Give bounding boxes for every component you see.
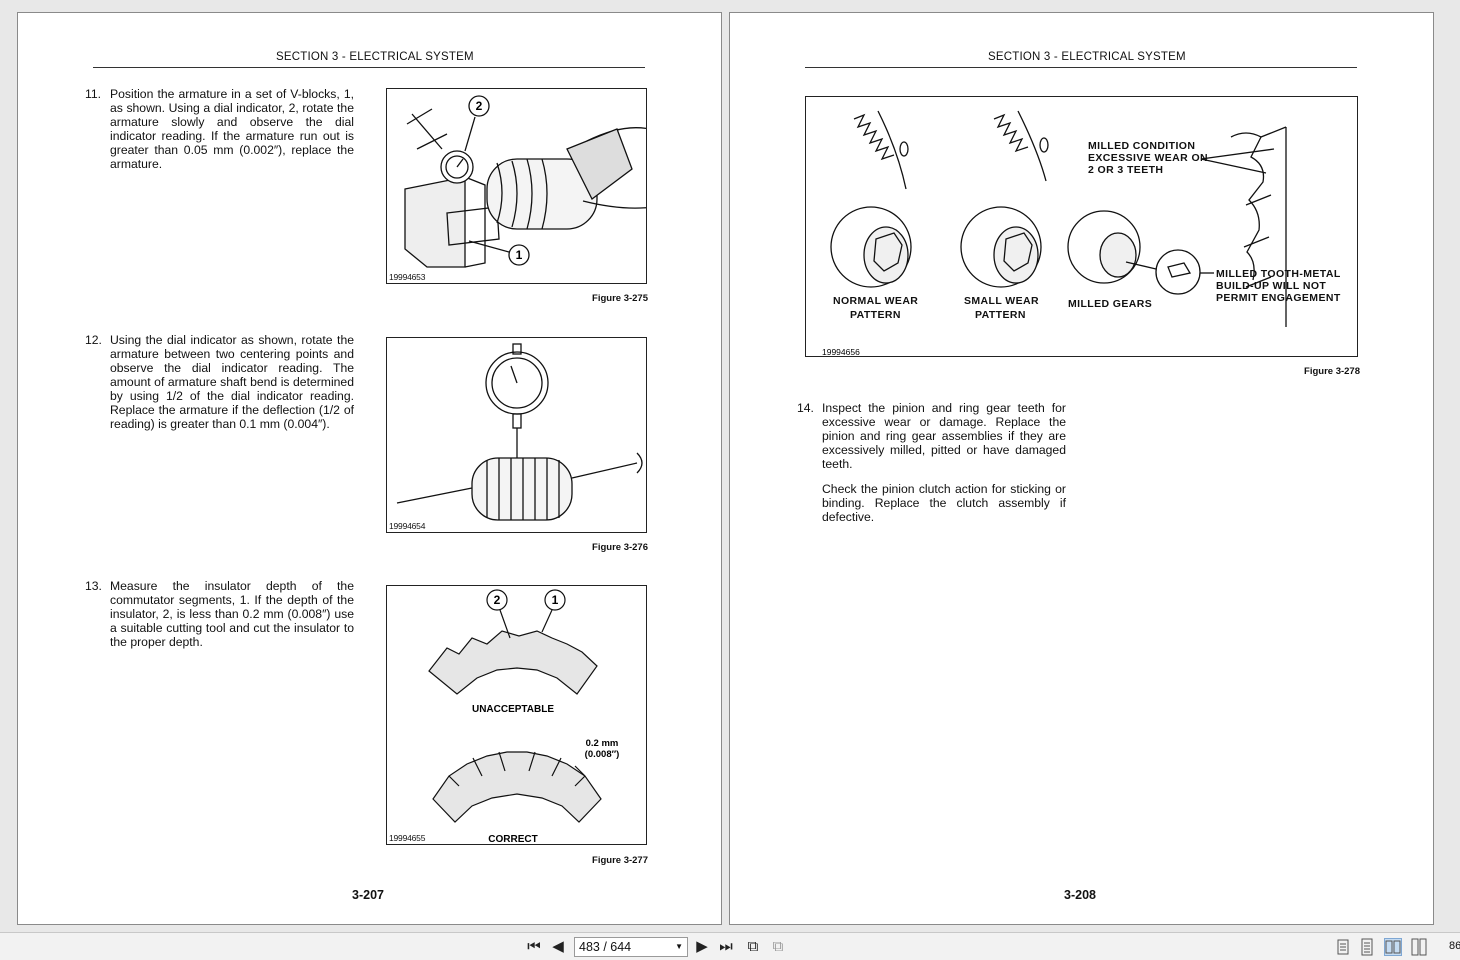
label-build-up: BUILD-UP WILL NOT bbox=[1216, 280, 1327, 292]
step-14: 14. Inspect the pinion and ring gear tee… bbox=[797, 401, 1066, 471]
figure-caption: Figure 3-277 bbox=[592, 855, 648, 866]
step-number: 14. bbox=[797, 401, 814, 415]
step-number: 12. bbox=[85, 333, 102, 347]
label-small-wear: SMALL WEAR bbox=[964, 295, 1039, 307]
previous-page-icon[interactable]: ◀ bbox=[552, 938, 564, 955]
page-number-value: 483 / 644 bbox=[579, 940, 632, 954]
figure-3-277: 2 1 UNACCEPTABLE 0.2 mm (0.008″) CORRECT… bbox=[386, 585, 647, 845]
figure-id: 19994656 bbox=[822, 347, 860, 357]
step-13: 13. Measure the insulator depth of the c… bbox=[85, 579, 354, 649]
step-text: Inspect the pinion and ring gear teeth f… bbox=[822, 401, 1066, 471]
back-view-icon[interactable]: ⧉ bbox=[747, 938, 759, 955]
label-milled-gears: MILLED GEARS bbox=[1068, 298, 1153, 310]
label-small-pattern: PATTERN bbox=[975, 309, 1026, 321]
page-number-input[interactable]: 483 / 644 ▼ bbox=[574, 937, 688, 957]
label-teeth: 2 OR 3 TEETH bbox=[1088, 164, 1164, 176]
figure-caption: Figure 3-278 bbox=[1304, 366, 1360, 377]
label-milled-condition: MILLED CONDITION bbox=[1088, 140, 1196, 152]
step-11: 11. Position the armature in a set of V-… bbox=[85, 87, 354, 171]
page-left: SECTION 3 - ELECTRICAL SYSTEM 11. Positi… bbox=[17, 12, 722, 925]
first-page-icon[interactable]: ⏮ bbox=[527, 938, 541, 955]
callout-2: 2 bbox=[494, 593, 501, 607]
figure-id: 19994653 bbox=[389, 272, 426, 282]
page-header: SECTION 3 - ELECTRICAL SYSTEM bbox=[276, 51, 474, 63]
page-number: 3-207 bbox=[352, 888, 384, 902]
step-text: Check the pinion clutch action for stick… bbox=[822, 482, 1066, 524]
last-page-icon[interactable]: ⏭ bbox=[719, 938, 733, 955]
callout-1: 1 bbox=[552, 593, 559, 607]
label-normal-pattern: PATTERN bbox=[850, 309, 901, 321]
figure-id: 19994655 bbox=[389, 833, 426, 843]
step-text: Using the dial indicator as shown, rotat… bbox=[110, 333, 354, 431]
figure-id: 19994654 bbox=[389, 521, 426, 531]
page-right: SECTION 3 - ELECTRICAL SYSTEM bbox=[729, 12, 1434, 925]
label-unacceptable: UNACCEPTABLE bbox=[472, 704, 554, 715]
header-rule bbox=[93, 67, 645, 68]
document-viewport[interactable]: SECTION 3 - ELECTRICAL SYSTEM 11. Positi… bbox=[0, 0, 1460, 932]
pinion-gear-wear-illustration: 19994656 bbox=[822, 110, 1287, 357]
page-number: 3-208 bbox=[1064, 888, 1096, 902]
dimension-inch: (0.008″) bbox=[585, 749, 620, 760]
facing-view-icon[interactable] bbox=[1384, 938, 1402, 956]
next-page-icon[interactable]: ▶ bbox=[696, 938, 708, 955]
callout-1: 1 bbox=[516, 248, 523, 262]
figure-caption: Figure 3-276 bbox=[592, 542, 648, 553]
commutator-insulator-illustration: 2 1 UNACCEPTABLE 0.2 mm (0.008″) CORRECT bbox=[428, 589, 620, 845]
step-text: Position the armature in a set of V-bloc… bbox=[110, 87, 354, 171]
step-14-note: Check the pinion clutch action for stick… bbox=[822, 482, 1066, 524]
step-text: Measure the insulator depth of the commu… bbox=[110, 579, 354, 649]
armature-vblock-illustration: 2 1 bbox=[404, 95, 646, 268]
callout-2: 2 bbox=[476, 99, 483, 113]
viewer-toolbar: ⏮ ◀ 483 / 644 ▼ ▶ ⏭ ⧉ ⧉ 86 bbox=[0, 932, 1460, 960]
chevron-down-icon[interactable]: ▼ bbox=[675, 942, 683, 951]
forward-view-icon[interactable]: ⧉ bbox=[772, 938, 784, 955]
figure-3-276: 19994654 bbox=[386, 337, 647, 533]
dial-indicator-illustration bbox=[396, 343, 643, 521]
header-rule bbox=[805, 67, 1357, 68]
label-engagement: PERMIT ENGAGEMENT bbox=[1216, 292, 1341, 304]
label-milled-tooth: MILLED TOOTH-METAL bbox=[1216, 268, 1341, 280]
dimension-mm: 0.2 mm bbox=[586, 738, 619, 749]
continuous-view-icon[interactable] bbox=[1358, 938, 1376, 956]
label-correct: CORRECT bbox=[488, 834, 537, 845]
figure-3-275: 2 1 19994653 bbox=[386, 88, 647, 284]
label-normal-wear: NORMAL WEAR bbox=[833, 295, 919, 307]
single-page-view-icon[interactable] bbox=[1334, 938, 1352, 956]
figure-3-278: 19994656 NORMAL WEAR PATTERN SMALL WEAR … bbox=[805, 96, 1358, 357]
step-number: 13. bbox=[85, 579, 102, 593]
step-number: 11. bbox=[85, 87, 102, 101]
figure-caption: Figure 3-275 bbox=[592, 293, 648, 304]
continuous-facing-view-icon[interactable] bbox=[1410, 938, 1428, 956]
page-header: SECTION 3 - ELECTRICAL SYSTEM bbox=[988, 51, 1186, 63]
zoom-level[interactable]: 86 bbox=[1449, 940, 1460, 952]
label-excessive-wear: EXCESSIVE WEAR ON bbox=[1088, 152, 1208, 164]
step-12: 12. Using the dial indicator as shown, r… bbox=[85, 333, 354, 431]
